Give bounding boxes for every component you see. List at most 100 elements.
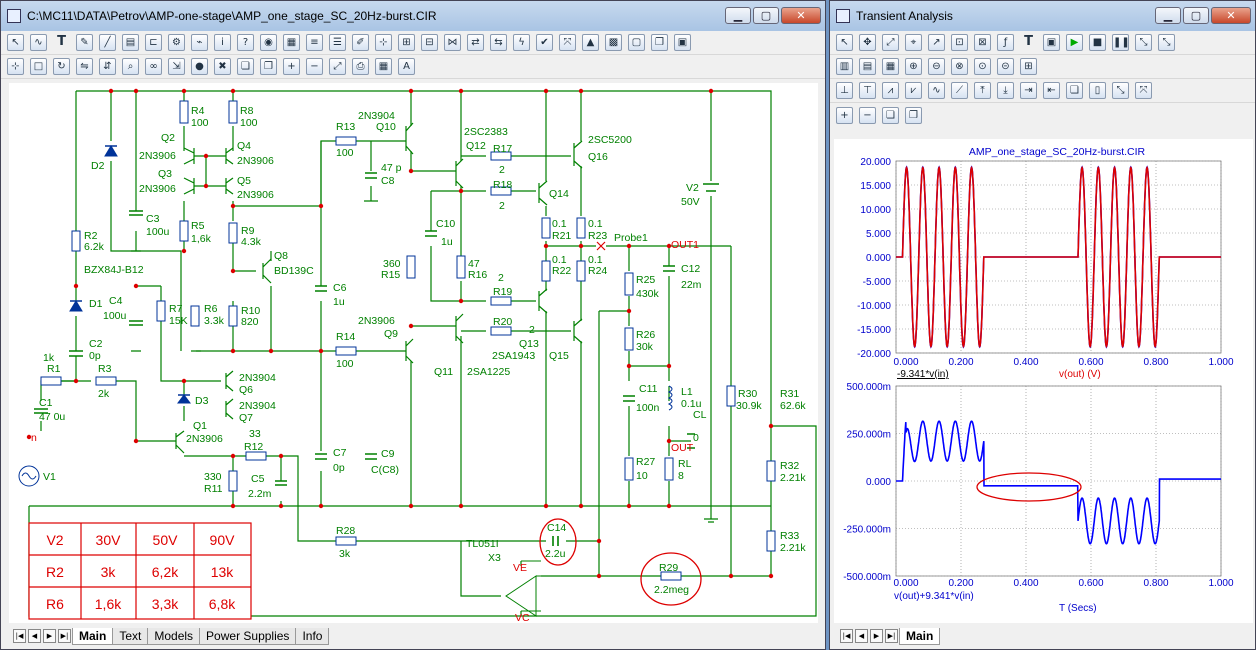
- next-tab-button[interactable]: ▶: [43, 629, 56, 643]
- minimize-button[interactable]: ▁: [725, 7, 751, 24]
- line-tool-icon[interactable]: ╱: [99, 34, 116, 51]
- data-points-icon[interactable]: ⊞: [1020, 58, 1037, 75]
- rubberband-icon[interactable]: ⤧: [559, 34, 576, 51]
- tab-power-supplies[interactable]: Power Supplies: [199, 627, 297, 645]
- transient-titlebar[interactable]: Transient Analysis ▁ ▢ ✕: [830, 1, 1255, 31]
- current-icon[interactable]: ⇄: [467, 34, 484, 51]
- tab-plot-main[interactable]: Main: [899, 627, 941, 645]
- last-tab-button[interactable]: ▶|: [58, 629, 71, 643]
- properties-icon-t[interactable]: ▣: [1043, 34, 1060, 51]
- cursor-go-icon[interactable]: ⇥: [1020, 82, 1037, 99]
- font-icon[interactable]: A: [398, 58, 415, 75]
- zoom-out-icon-t[interactable]: ⊖: [928, 58, 945, 75]
- clipboard-icon[interactable]: ❏: [1066, 82, 1083, 99]
- toggle-grid-icon[interactable]: ⊹: [7, 58, 24, 75]
- optimize-icon[interactable]: ⤡: [1158, 34, 1175, 51]
- maximize-button[interactable]: ▢: [753, 7, 779, 24]
- scale-icon[interactable]: ⤢: [882, 34, 899, 51]
- zoom-full-icon[interactable]: ⊗: [951, 58, 968, 75]
- transient-close-button[interactable]: ✕: [1211, 7, 1251, 24]
- plot-grid2-icon[interactable]: ▤: [859, 58, 876, 75]
- cursor-peak-icon[interactable]: ⊥: [836, 82, 853, 99]
- check-icon[interactable]: ✔: [536, 34, 553, 51]
- copy-icon-t[interactable]: ❏: [882, 106, 899, 124]
- help-icon[interactable]: ?: [237, 34, 254, 51]
- lightning-icon[interactable]: ϟ: [513, 34, 530, 51]
- first-tab-button[interactable]: |◀: [13, 629, 26, 643]
- copy-page-icon[interactable]: ❐: [651, 34, 668, 51]
- cursor-valley-icon[interactable]: ⊤: [859, 82, 876, 99]
- page-view-icon[interactable]: ▯: [1089, 82, 1106, 99]
- global-icon[interactable]: ◉: [260, 34, 277, 51]
- paste-icon-t[interactable]: ❐: [905, 106, 922, 124]
- node-names-icon[interactable]: ⊹: [375, 34, 392, 51]
- zoom-in-icon[interactable]: +: [283, 58, 300, 75]
- bus-tool-icon[interactable]: ⊏: [145, 34, 162, 51]
- warning-icon[interactable]: ▲: [582, 34, 599, 51]
- zoom-in-icon-t[interactable]: ⊕: [905, 58, 922, 75]
- zoom-out-icon-t2[interactable]: −: [859, 106, 876, 124]
- tag-icon[interactable]: ⊡: [951, 34, 968, 51]
- find-icon[interactable]: ⌕: [122, 58, 139, 75]
- attribute-icon[interactable]: ≡: [306, 34, 323, 51]
- stop-icon[interactable]: ●: [191, 58, 208, 75]
- select-mode-icon[interactable]: ↖: [836, 34, 853, 51]
- fx-icon[interactable]: ƒ: [997, 34, 1014, 51]
- cursor-high-icon[interactable]: ⩘: [882, 82, 899, 99]
- edit-icon[interactable]: ✐: [352, 34, 369, 51]
- text-tool-icon[interactable]: T: [57, 34, 66, 49]
- cursor-min-icon[interactable]: ⤓: [997, 82, 1014, 99]
- plot-grid3-icon[interactable]: ▦: [882, 58, 899, 75]
- t-first-tab-button[interactable]: |◀: [840, 629, 853, 643]
- zoom-fit-icon[interactable]: ⤢: [329, 58, 346, 75]
- macro-tool-icon[interactable]: ⚙: [168, 34, 185, 51]
- page-icon[interactable]: ▢: [628, 34, 645, 51]
- layout-icon[interactable]: ▦: [375, 58, 392, 75]
- mirror-v-icon[interactable]: ⇵: [99, 58, 116, 75]
- pen-tool-icon[interactable]: ✎: [76, 34, 93, 51]
- fit-x-icon[interactable]: ⤡: [1112, 82, 1129, 99]
- cursor-low-icon[interactable]: ⩗: [905, 82, 922, 99]
- schematic-titlebar[interactable]: C:\MC11\DATA\Petrov\AMP-one-stage\AMP_on…: [1, 1, 825, 31]
- print-icon[interactable]: ⎙: [352, 58, 369, 75]
- properties-icon[interactable]: ▣: [674, 34, 691, 51]
- prev-tab-button[interactable]: ◀: [28, 629, 41, 643]
- stepping-icon[interactable]: ⤡: [1135, 34, 1152, 51]
- t-prev-tab-button[interactable]: ◀: [855, 629, 868, 643]
- tab-main[interactable]: Main: [72, 627, 114, 645]
- node-voltages-icon[interactable]: ⊞: [398, 34, 415, 51]
- box-icon[interactable]: □: [30, 58, 47, 75]
- wire-tool-icon[interactable]: ∿: [30, 34, 47, 51]
- tab-info[interactable]: Info: [295, 627, 330, 645]
- graph-icon[interactable]: ↗: [928, 34, 945, 51]
- cursor-max-icon[interactable]: ⤒: [974, 82, 991, 99]
- pan-icon[interactable]: ✥: [859, 34, 876, 51]
- cursor-back-icon[interactable]: ⇤: [1043, 82, 1060, 99]
- schematic-canvas[interactable]: R4 100 R8 100 Q2 Q4 2N3906 2N3906 Q3 Q5 …: [9, 83, 818, 623]
- power-icon[interactable]: ⇆: [490, 34, 507, 51]
- text-icon[interactable]: T: [1024, 34, 1033, 49]
- probe-icon[interactable]: ⌁: [191, 34, 208, 51]
- stop-icon-t[interactable]: ■: [1089, 34, 1106, 51]
- tiles-icon[interactable]: ▩: [605, 34, 622, 51]
- zoom-minus-icon[interactable]: ⊝: [997, 58, 1014, 75]
- zoom-in-icon-t2[interactable]: +: [836, 106, 853, 124]
- cursor-icon[interactable]: ⌖: [905, 34, 922, 51]
- zoom-region-icon[interactable]: ⊙: [974, 58, 991, 75]
- cursor-inflect-icon[interactable]: ∿: [928, 82, 945, 99]
- point-tag-icon[interactable]: ⊠: [974, 34, 991, 51]
- fit-y-icon[interactable]: ⤧: [1135, 82, 1152, 99]
- cursor-slope-icon[interactable]: ⟋: [951, 82, 968, 99]
- t-last-tab-button[interactable]: ▶|: [885, 629, 898, 643]
- tab-text[interactable]: Text: [112, 627, 149, 645]
- transient-minimize-button[interactable]: ▁: [1155, 7, 1181, 24]
- binoculars-icon[interactable]: ∞: [145, 58, 162, 75]
- t-next-tab-button[interactable]: ▶: [870, 629, 883, 643]
- close-button[interactable]: ✕: [781, 7, 821, 24]
- grid-icon[interactable]: ▦: [283, 34, 300, 51]
- paste-icon[interactable]: ❐: [260, 58, 277, 75]
- pin-connections-icon[interactable]: ⊟: [421, 34, 438, 51]
- transient-maximize-button[interactable]: ▢: [1183, 7, 1209, 24]
- copy-icon[interactable]: ❏: [237, 58, 254, 75]
